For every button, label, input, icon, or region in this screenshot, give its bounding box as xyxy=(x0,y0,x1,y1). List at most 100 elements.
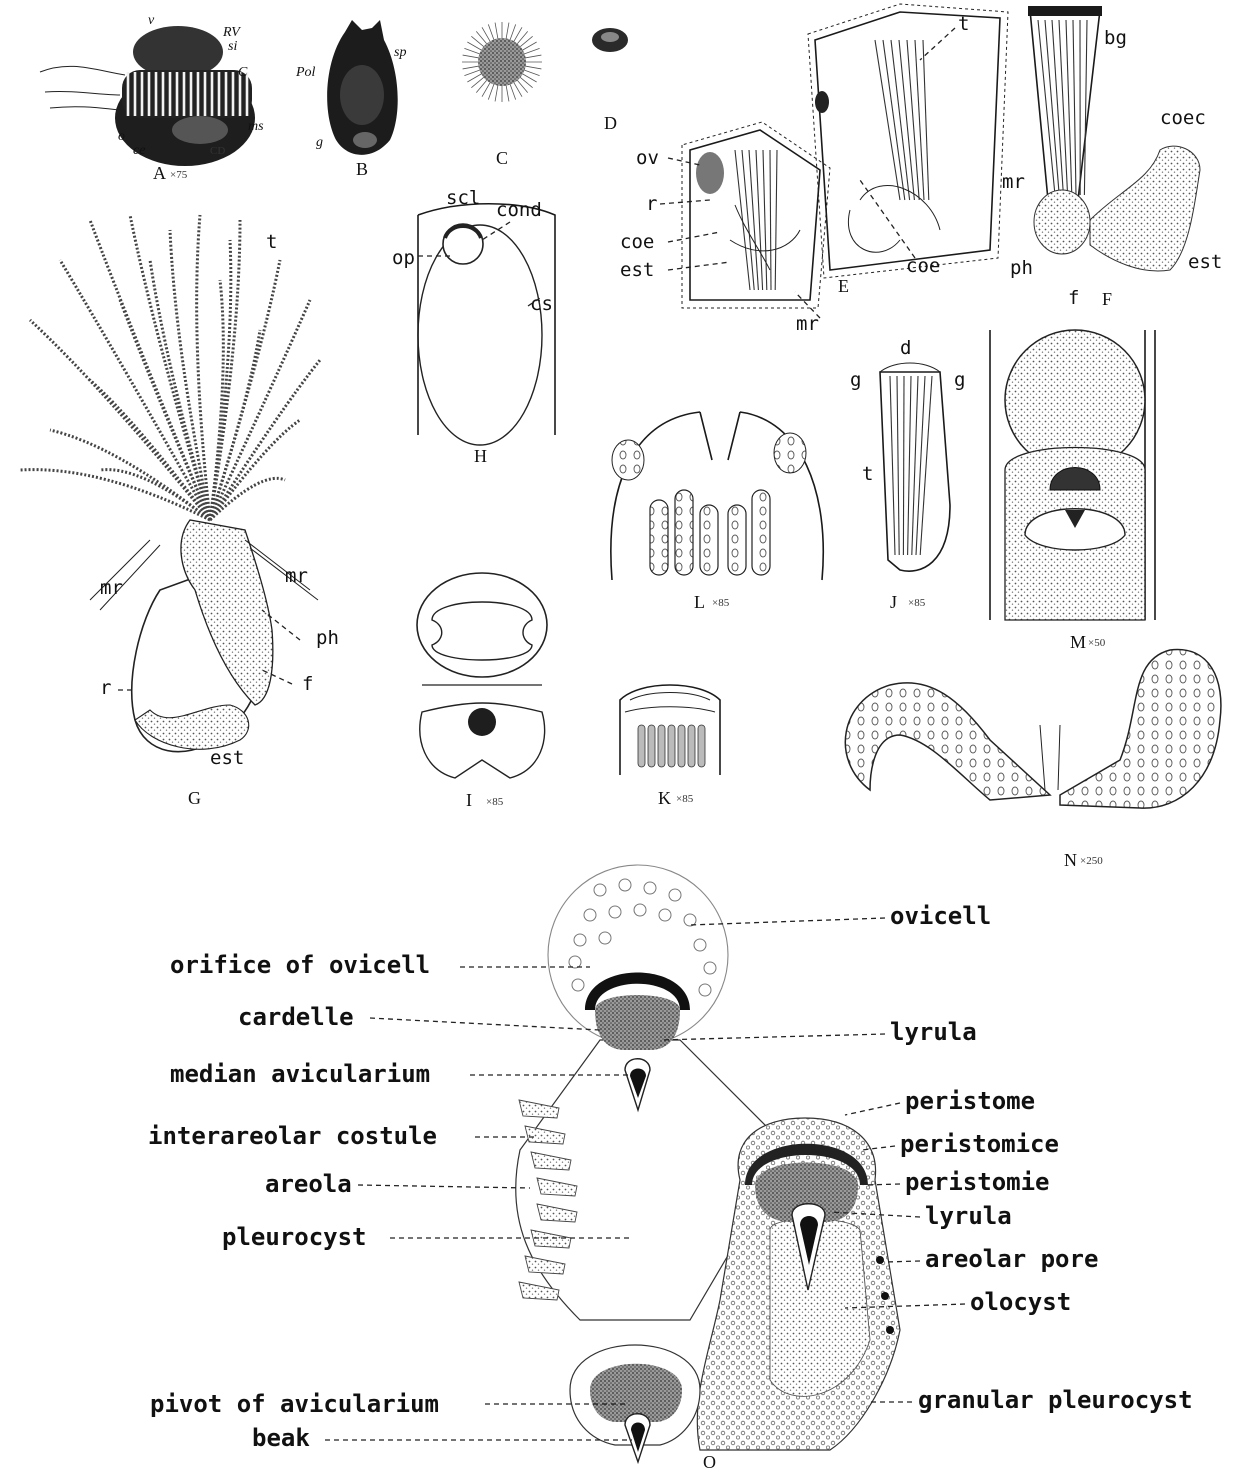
figure-e-letter: E xyxy=(838,276,849,296)
label-beak: beak xyxy=(252,1424,310,1452)
ovicell-pore xyxy=(584,909,596,921)
label-h-cond: cond xyxy=(496,199,542,221)
tentacle xyxy=(728,505,746,575)
label-a-c: C xyxy=(238,65,248,80)
tentacle xyxy=(700,505,718,575)
label-f-f: f xyxy=(1068,287,1079,309)
tentacle xyxy=(923,40,929,200)
figure-f-letter: F xyxy=(1102,289,1112,309)
label-peristomie: peristomie xyxy=(905,1168,1050,1196)
label-orifice-of-ovicell: orifice of ovicell xyxy=(170,951,430,979)
label-f-est: est xyxy=(1188,251,1222,273)
label-granular-pleurocyst: granular pleurocyst xyxy=(918,1386,1193,1414)
cilium xyxy=(524,66,542,69)
ovicell-pore xyxy=(659,909,671,921)
figure-k-scale: ×85 xyxy=(676,793,694,805)
figure-l-scale: ×85 xyxy=(712,597,730,609)
ovicell-pore xyxy=(644,882,656,894)
ovicell-pore xyxy=(619,879,631,891)
label-interareolar-costule: interareolar costule xyxy=(148,1122,437,1150)
figure-a-scale: ×75 xyxy=(170,169,188,181)
figure-i-letter: I xyxy=(466,790,472,810)
cilium xyxy=(464,48,481,54)
cilium xyxy=(476,79,488,93)
cilium xyxy=(467,42,483,51)
label-g-mr-right: mr xyxy=(285,565,308,587)
cilium xyxy=(519,76,533,88)
figure-i-scale: ×85 xyxy=(486,796,504,808)
cilium xyxy=(513,27,522,43)
figure-n-letter: N xyxy=(1064,850,1077,870)
label-e-ov: ov xyxy=(636,147,659,169)
label-h-op: op xyxy=(392,247,415,269)
figure-l: L ×85 xyxy=(611,412,823,612)
tentacle xyxy=(170,230,210,520)
ovicell-pore xyxy=(574,934,586,946)
figure-d-letter: D xyxy=(604,113,617,133)
cilium xyxy=(471,76,485,88)
tentacle xyxy=(698,725,705,767)
label-f-ph: ph xyxy=(1010,257,1033,279)
retracted-tentacles xyxy=(650,490,770,575)
cilium xyxy=(506,84,509,102)
label-lyrula-lower: lyrula xyxy=(925,1202,1012,1230)
label-a-ms: ms xyxy=(248,119,264,134)
figure-g: t mr mr ph f r est G xyxy=(20,215,339,808)
tentacle xyxy=(770,150,771,290)
tentacle xyxy=(875,40,900,200)
cilium xyxy=(488,24,494,41)
label-cardelle: cardelle xyxy=(238,1003,354,1031)
tentacle xyxy=(60,260,210,520)
tentacle xyxy=(50,430,210,520)
label-e-r: r xyxy=(646,193,657,215)
tentacle xyxy=(915,40,924,200)
tentacle xyxy=(752,490,770,575)
figure-e: ov r coe est mr coe t E xyxy=(620,4,1008,335)
tentacle xyxy=(688,725,695,767)
figure-h-letter: H xyxy=(474,446,487,466)
cilium xyxy=(521,73,537,82)
tentacle xyxy=(210,420,300,520)
label-h-scl: scl xyxy=(446,187,480,209)
ovicell-pore xyxy=(634,904,646,916)
label-a-si: si xyxy=(228,39,237,54)
tentacle xyxy=(908,376,911,555)
tentacle xyxy=(675,490,693,575)
label-a-ce: ce xyxy=(133,143,145,158)
label-j-d: d xyxy=(900,337,911,359)
label-lyrula-upper: lyrula xyxy=(890,1018,977,1046)
figure-a: v RV si C ms o ce CD A ×75 xyxy=(40,13,264,183)
label-a-rv: RV xyxy=(222,25,241,40)
figure-h: scl cond op cs H xyxy=(392,187,555,466)
tentacle xyxy=(30,320,210,520)
cilium xyxy=(516,79,528,93)
figure-j-scale: ×85 xyxy=(908,597,926,609)
tentacle xyxy=(920,376,932,555)
label-a-cd: CD xyxy=(210,145,225,157)
ovicell-pore xyxy=(669,889,681,901)
figure-f: bg coec mr ph f est F xyxy=(1002,6,1222,309)
tentacle xyxy=(210,240,231,520)
cilium xyxy=(510,83,516,100)
tentacle xyxy=(903,376,904,555)
tentacle-bundle xyxy=(735,150,777,290)
cilium xyxy=(523,48,540,54)
tentacle-crown xyxy=(20,215,320,520)
cilium xyxy=(519,36,533,48)
cilium xyxy=(523,70,540,76)
tentacle xyxy=(890,376,895,555)
tentacle xyxy=(763,150,767,290)
figure-g-letter: G xyxy=(188,788,201,808)
figure-m-letter: M xyxy=(1070,632,1086,652)
label-e-coe-left: coe xyxy=(620,231,654,253)
figure-o-letter: O xyxy=(703,1452,716,1471)
figure-k-letter: K xyxy=(658,788,671,808)
label-j-g-right: g xyxy=(954,369,965,391)
ovicell-pore xyxy=(599,932,611,944)
label-b-pol: Pol xyxy=(295,65,316,80)
cilium xyxy=(524,55,542,58)
label-e-mr: mr xyxy=(796,313,819,335)
ovicell-pore xyxy=(572,979,584,991)
cilium xyxy=(463,66,481,69)
